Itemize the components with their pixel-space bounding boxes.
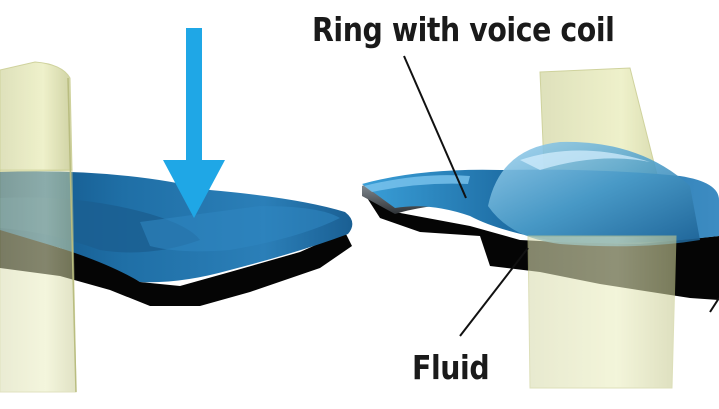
ring-leader-line <box>403 55 467 199</box>
arrow-head <box>163 160 225 218</box>
down-arrow-icon <box>163 28 225 218</box>
left-lens-assembly <box>0 28 353 393</box>
left-support-post-back <box>0 61 73 173</box>
left-chamber-body <box>0 228 352 306</box>
left-membrane-highlight <box>140 206 340 252</box>
right-lens-dome-highlight <box>520 150 650 170</box>
right-lens-assembly <box>362 55 719 389</box>
fluid-label: Fluid <box>412 348 490 387</box>
arrow-shaft <box>186 28 202 168</box>
fluid-leader-line <box>459 247 529 337</box>
right-membrane-edge-light <box>364 175 470 192</box>
edge-leader-line <box>709 297 719 313</box>
left-support-post-edge <box>67 77 77 393</box>
right-support-post-front <box>527 235 677 389</box>
ring-with-voice-coil-label: Ring with voice coil <box>312 10 615 49</box>
left-support-post-front <box>0 169 77 393</box>
